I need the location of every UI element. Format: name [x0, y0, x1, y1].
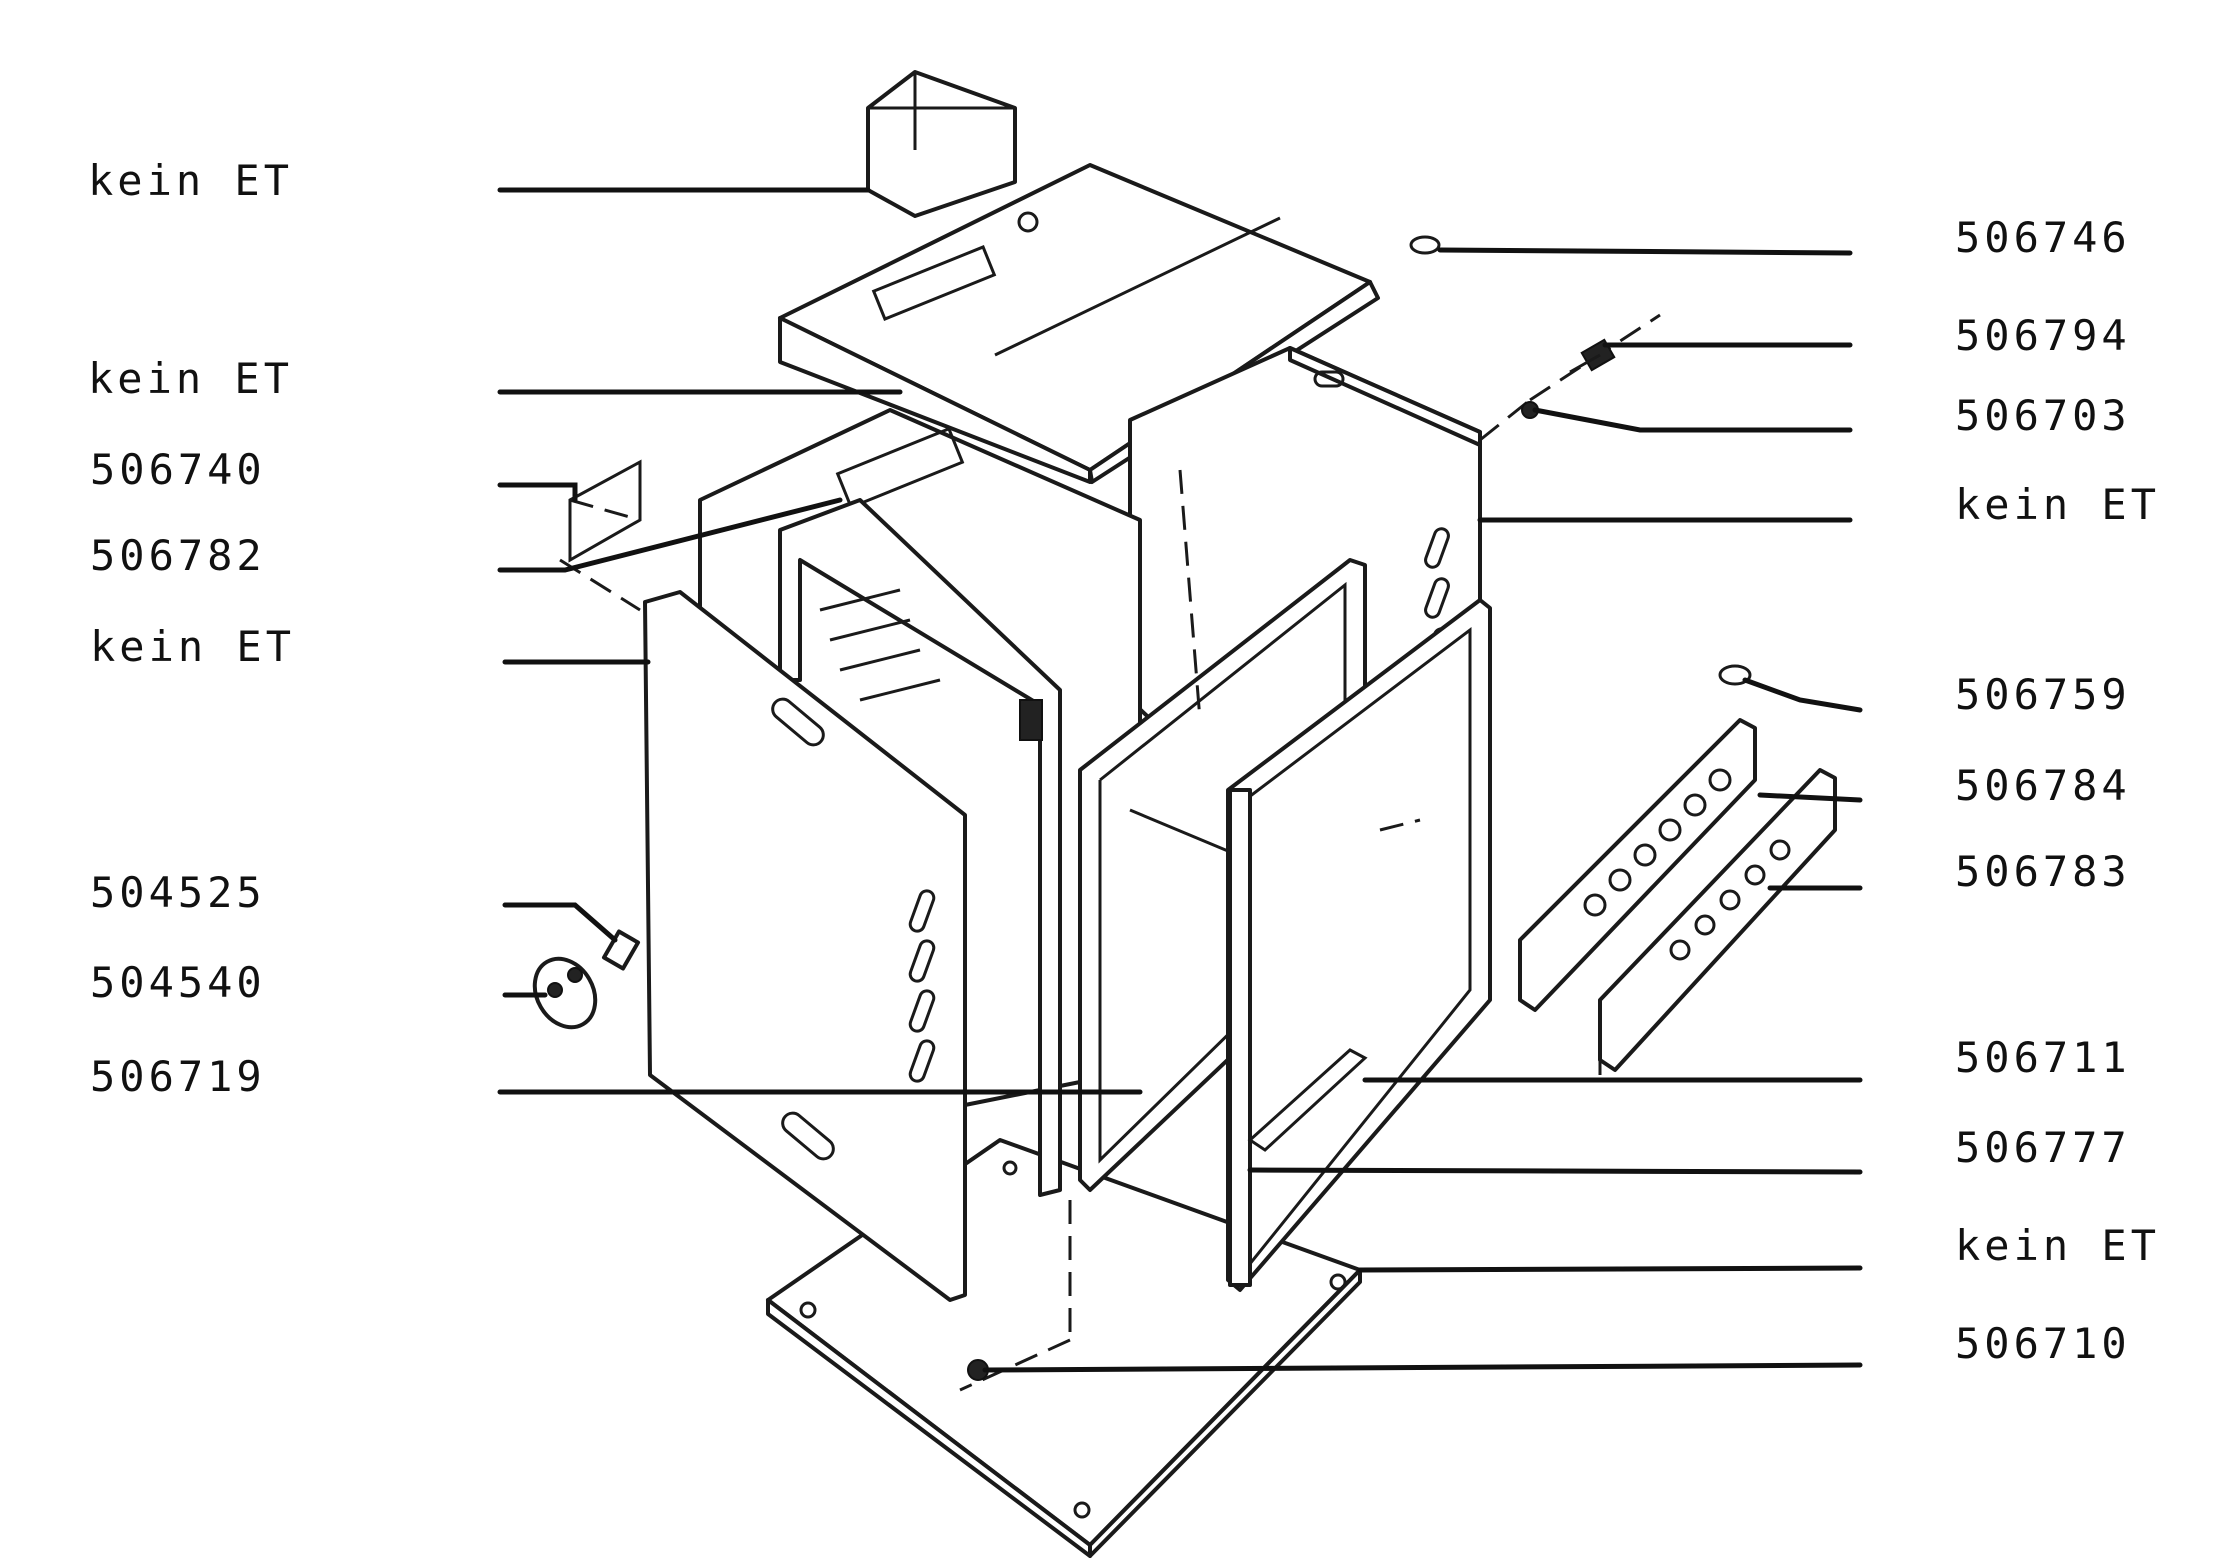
label-left-1: kein ET — [88, 156, 293, 205]
handle-bar — [1228, 788, 1252, 1287]
label-left-3: 506740 — [90, 445, 266, 494]
label-left-7: 504540 — [90, 958, 266, 1007]
label-left-5: kein ET — [90, 622, 295, 671]
label-right-3: 506703 — [1955, 391, 2131, 440]
label-left-2: kein ET — [88, 354, 293, 403]
control-panel-board — [1518, 718, 1757, 1012]
label-right-1: 506746 — [1955, 213, 2131, 262]
label-right-4: kein ET — [1955, 480, 2160, 529]
screw-506746 — [1409, 235, 1441, 255]
label-right-7: 506783 — [1955, 847, 2131, 896]
label-left-6: 504525 — [90, 868, 266, 917]
clip-506711 — [1247, 1048, 1368, 1152]
front-left-panel — [643, 590, 967, 1302]
label-right-6: 506784 — [1955, 761, 2131, 810]
label-right-11: 506710 — [1955, 1319, 2131, 1368]
leader-lines-right — [982, 247, 1863, 1373]
label-left-4: 506782 — [90, 531, 266, 580]
leader-lines-left — [497, 187, 1143, 1095]
top-box — [866, 70, 1017, 218]
control-panel-front — [1598, 768, 1837, 1075]
screw-506759 — [1718, 664, 1752, 686]
power-plug — [532, 929, 641, 1030]
label-right-8: 506711 — [1955, 1033, 2131, 1082]
label-left-8: 506719 — [90, 1052, 266, 1101]
label-right-2: 506794 — [1955, 311, 2131, 360]
label-right-10: kein ET — [1955, 1221, 2160, 1270]
fan-bracket — [568, 459, 642, 563]
label-right-9: 506777 — [1955, 1123, 2131, 1172]
label-right-5: 506759 — [1955, 670, 2131, 719]
